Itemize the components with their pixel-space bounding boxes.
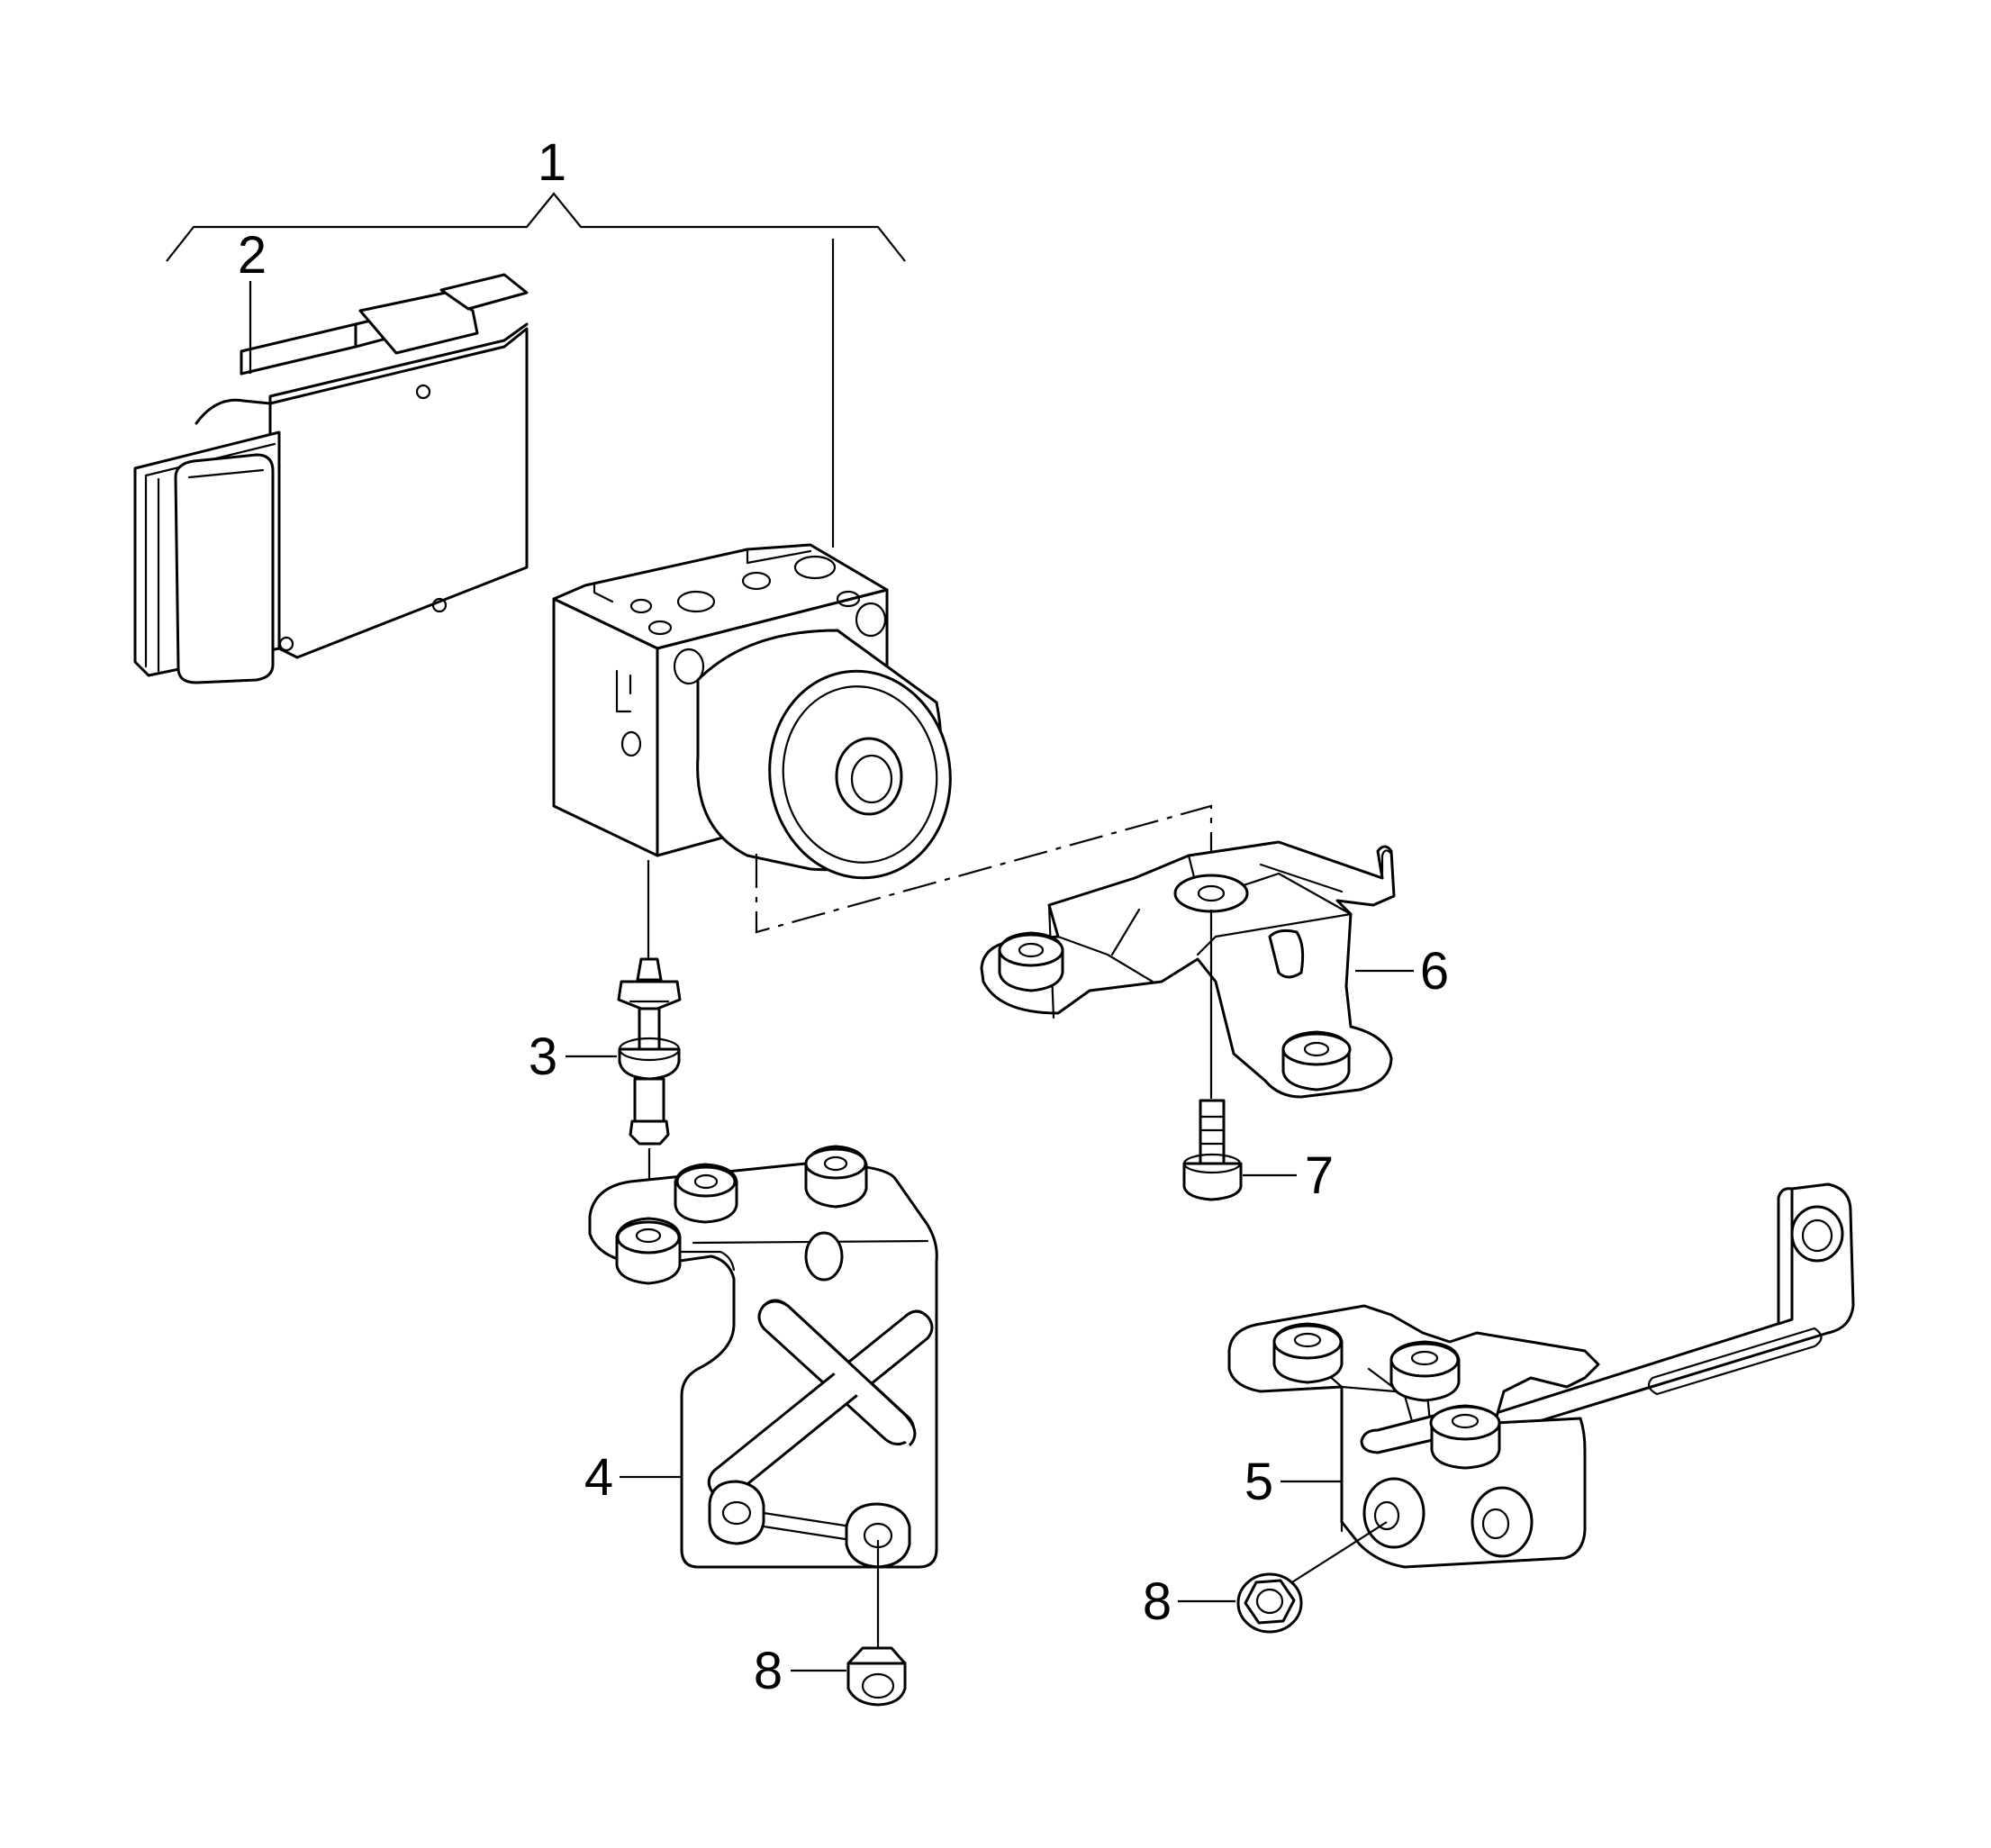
callout-6: 6	[1420, 942, 1449, 1001]
callout-7: 7	[1305, 1146, 1334, 1205]
bolt-part-7	[1182, 1099, 1297, 1201]
callout-8-left: 8	[754, 1642, 783, 1700]
flange-nut-part-8-left	[791, 1646, 907, 1707]
callout-1: 1	[538, 133, 566, 192]
hydraulic-unit	[552, 543, 952, 959]
callout-3: 3	[529, 1028, 557, 1086]
callout-2: 2	[238, 226, 267, 285]
bracket-part-5	[1227, 1182, 1855, 1586]
callout-5: 5	[1244, 1453, 1273, 1511]
bracket-part-6	[980, 840, 1414, 1099]
callout-8-right: 8	[1143, 1572, 1172, 1631]
group-brace	[166, 192, 906, 548]
stud-bolt-part-3	[566, 957, 682, 1216]
flange-nut-part-8-right	[1178, 1572, 1303, 1634]
callout-4: 4	[584, 1448, 613, 1507]
bracket-part-4	[588, 1145, 938, 1648]
control-unit-part-2	[133, 273, 529, 684]
